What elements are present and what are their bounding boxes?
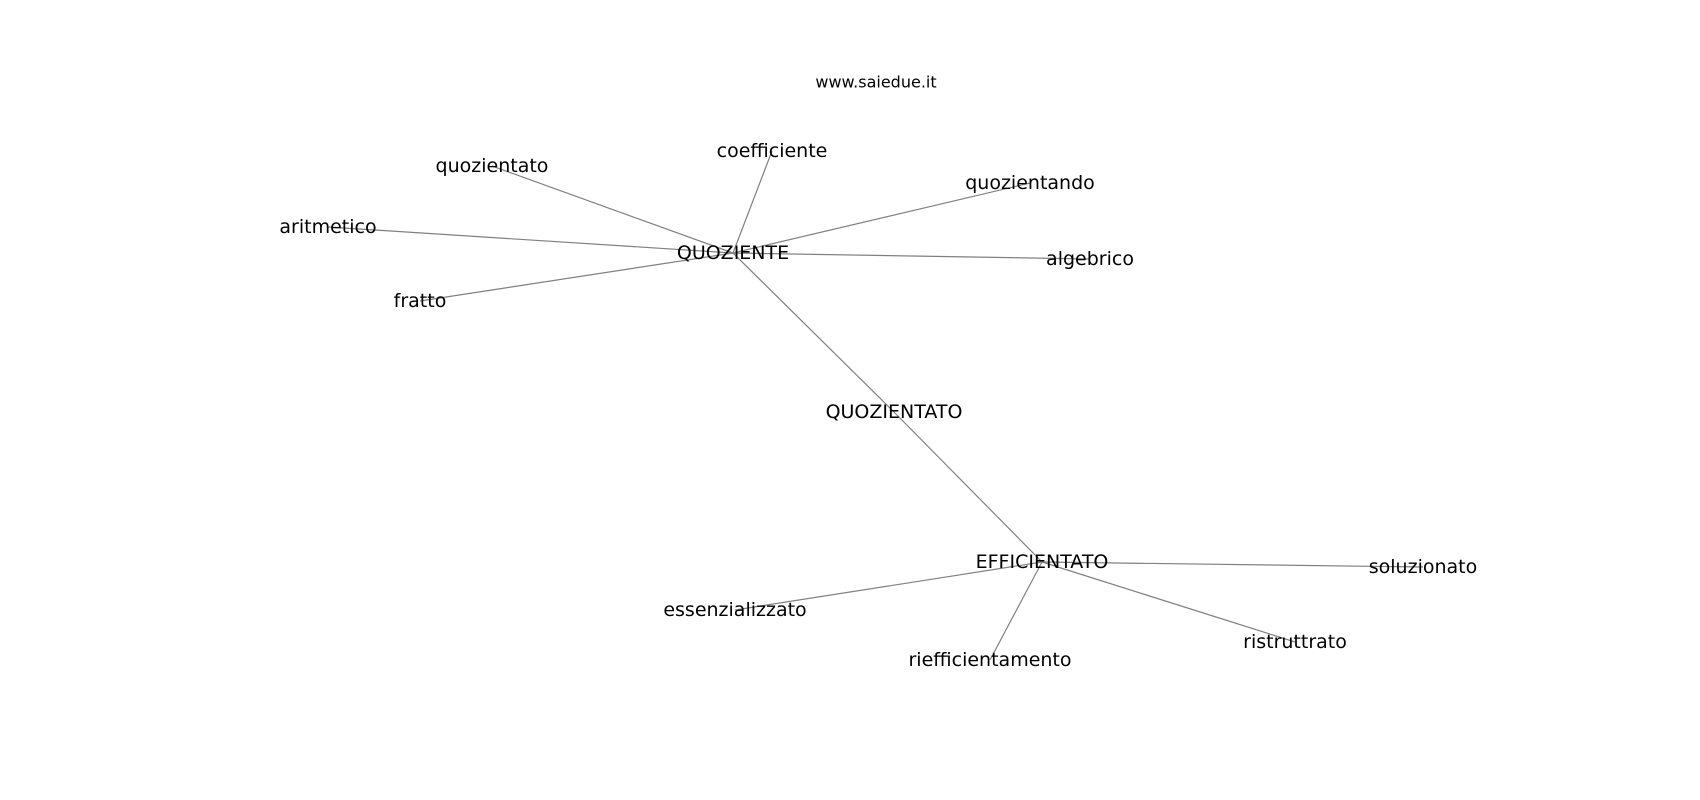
node-ristruttrato: ristruttrato [1243,631,1347,653]
node-quozientato: quozientato [435,155,549,177]
edge-quoziente-aritmetico [327,226,734,254]
diagram-title: www.saiedue.it [815,72,937,92]
node-algebrico: algebrico [1046,248,1134,270]
edge-quoziente-algebrico [732,252,1091,260]
node-soluzionato: soluzionato [1368,556,1478,578]
edge-efficientato-soluzionato [1041,561,1424,568]
node-fratto: fratto [393,290,447,312]
edge-efficientato-riefficientamento [989,561,1043,661]
node-riefficientamento: riefficientamento [908,649,1072,671]
edge-efficientato-essenzializzato [734,561,1043,611]
node-coefficiente: coefficiente [716,140,828,162]
edge-quoziente-quozientato [491,165,734,254]
edge-quoziente-fratto [419,252,734,302]
edge-quoziente-quozientato [732,252,895,413]
node-essenzializzato: essenzializzato [663,599,807,621]
node-aritmetico: aritmetico [279,216,377,238]
edge-efficientato-ristruttrato [1041,561,1296,643]
edge-quoziente-quozientando [732,182,1031,254]
node-efficientato: EFFICIENTATO [975,551,1109,573]
node-quoziente: QUOZIENTE [676,242,790,264]
node-quozientato: QUOZIENTATO [825,401,963,423]
node-quozientando: quozientando [965,172,1095,194]
edge-quoziente-coefficiente [732,150,773,254]
edge-quozientato-efficientato [893,411,1043,563]
